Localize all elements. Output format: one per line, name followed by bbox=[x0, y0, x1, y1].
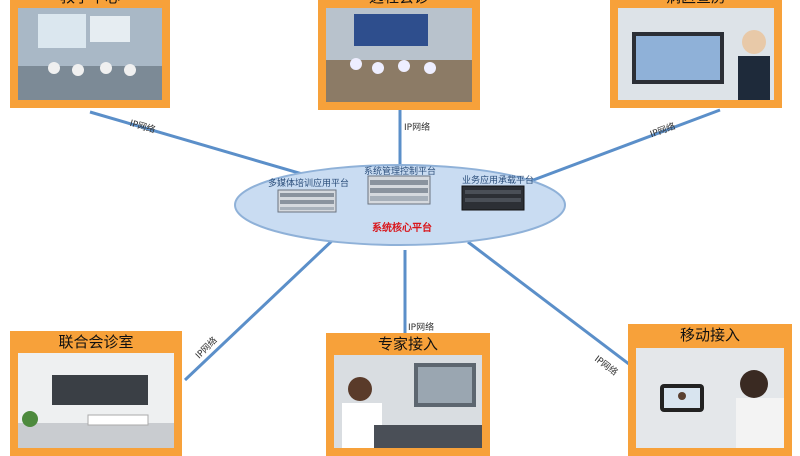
node-title: 联合会诊室 bbox=[58, 333, 134, 351]
meeting-room-photo-art bbox=[326, 8, 472, 102]
doctor-photo-art bbox=[334, 355, 482, 448]
node-mobile-access: 移动接入 bbox=[628, 324, 792, 456]
node-ward-rounds: 病区查房 bbox=[610, 0, 782, 108]
node-title: 专家接入 bbox=[377, 335, 438, 353]
node-joint-consultation-room: 联合会诊室 bbox=[10, 331, 182, 456]
link-label-top-mid: IP网络 bbox=[404, 123, 431, 133]
classroom-photo bbox=[18, 8, 162, 100]
node-title: 病区查房 bbox=[610, 0, 782, 8]
mobile-phone-photo bbox=[636, 348, 784, 448]
node-title: 教学中心 bbox=[10, 0, 170, 8]
video-conference-photo-art bbox=[618, 8, 774, 100]
link-top-right bbox=[519, 108, 721, 187]
server-rack-icon bbox=[277, 189, 337, 213]
platform-core-label: 系统核心平台 bbox=[372, 223, 432, 234]
platform-ellipse bbox=[234, 164, 566, 246]
classroom-photo-art bbox=[18, 8, 162, 100]
conference-room-photo bbox=[18, 353, 174, 448]
node-teaching-center: 教学中心 bbox=[10, 0, 170, 108]
link-lines bbox=[89, 108, 721, 382]
platform-mid-label: 系统管理控制平台 bbox=[364, 167, 437, 177]
server-rack-icon bbox=[461, 185, 525, 211]
node-title: 远程会诊 bbox=[318, 0, 480, 8]
doctor-photo bbox=[334, 355, 482, 448]
link-label-bottom-mid: IP网络 bbox=[408, 323, 435, 333]
node-title: 移动接入 bbox=[679, 326, 740, 344]
server-rack-icon bbox=[367, 175, 431, 205]
platform-left-label: 多媒体培训应用平台 bbox=[268, 179, 350, 189]
mobile-phone-photo-art bbox=[636, 348, 784, 448]
video-conference-photo bbox=[618, 8, 774, 100]
node-expert-access: 专家接入 bbox=[326, 333, 490, 456]
link-bottom-right bbox=[467, 240, 651, 382]
platform-right-label: 业务应用承载平台 bbox=[462, 176, 535, 186]
link-bottom-left bbox=[183, 236, 337, 382]
node-remote-consultation: 远程会诊 bbox=[318, 0, 480, 110]
network-topology-diagram: IP网络 IP网络 IP网络 IP网络 IP网络 IP网络 多媒体培训应用平台 … bbox=[10, 0, 792, 456]
conference-room-photo-art bbox=[18, 353, 174, 448]
meeting-room-photo bbox=[326, 8, 472, 102]
